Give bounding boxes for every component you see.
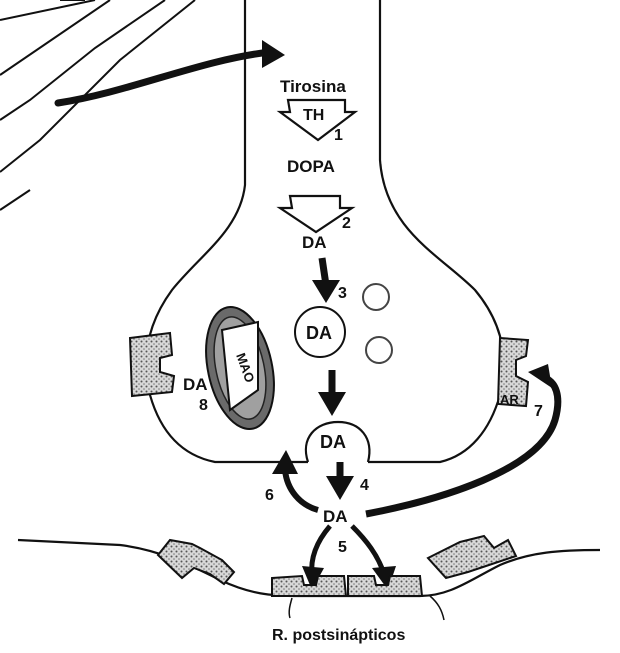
th-enzyme-arrow: TH bbox=[280, 100, 355, 140]
empty-vesicle-upper bbox=[363, 284, 389, 310]
presynaptic-receptor-left bbox=[130, 333, 174, 396]
step-8-number: 8 bbox=[199, 397, 208, 414]
autoreceptor-pad: AR bbox=[498, 338, 528, 407]
vesicle-uptake-arrowhead bbox=[312, 280, 340, 303]
postsynaptic-receptor-1 bbox=[158, 540, 234, 584]
step-2-number: 2 bbox=[342, 215, 351, 232]
autoreceptor-arrow bbox=[366, 378, 558, 514]
empty-vesicle-lower bbox=[366, 337, 392, 363]
step-3-number: 3 bbox=[338, 285, 347, 302]
tyrosine-label: Tirosina bbox=[280, 77, 346, 96]
mitochondrial-da-label: DA bbox=[183, 375, 208, 394]
step-6-number: 6 bbox=[265, 487, 274, 504]
step-7-number: 7 bbox=[534, 403, 543, 420]
tyrosine-uptake-arrow bbox=[58, 52, 270, 103]
postsynaptic-arrow-right bbox=[352, 526, 384, 574]
mitochondrion: MAO bbox=[196, 301, 284, 436]
caption-leader-left bbox=[289, 598, 292, 618]
autoreceptor-arrowhead bbox=[528, 364, 552, 388]
th-label: TH bbox=[303, 107, 324, 124]
vesicle-transport-arrowhead bbox=[318, 392, 346, 416]
reuptake-arrow bbox=[285, 470, 318, 510]
step-1-number: 1 bbox=[334, 127, 343, 144]
tyrosine-arrowhead bbox=[262, 40, 285, 68]
autoreceptor-label: AR bbox=[500, 392, 519, 407]
postsynaptic-receptors-caption: R. postsinápticos bbox=[272, 627, 405, 644]
fusing-vesicle-da-label: DA bbox=[320, 432, 346, 452]
cytosolic-da-label: DA bbox=[302, 233, 327, 252]
dopa-label: DOPA bbox=[287, 157, 335, 176]
step-5-number: 5 bbox=[338, 539, 347, 556]
postsynaptic-receptor-4 bbox=[428, 536, 516, 578]
synaptic-cleft-da-label: DA bbox=[323, 507, 348, 526]
caption-leader-right bbox=[430, 596, 444, 620]
release-arrowhead bbox=[326, 476, 354, 500]
vesicle-da-label: DA bbox=[306, 323, 332, 343]
step-4-number: 4 bbox=[360, 477, 369, 494]
blood-vessel bbox=[0, 0, 195, 210]
